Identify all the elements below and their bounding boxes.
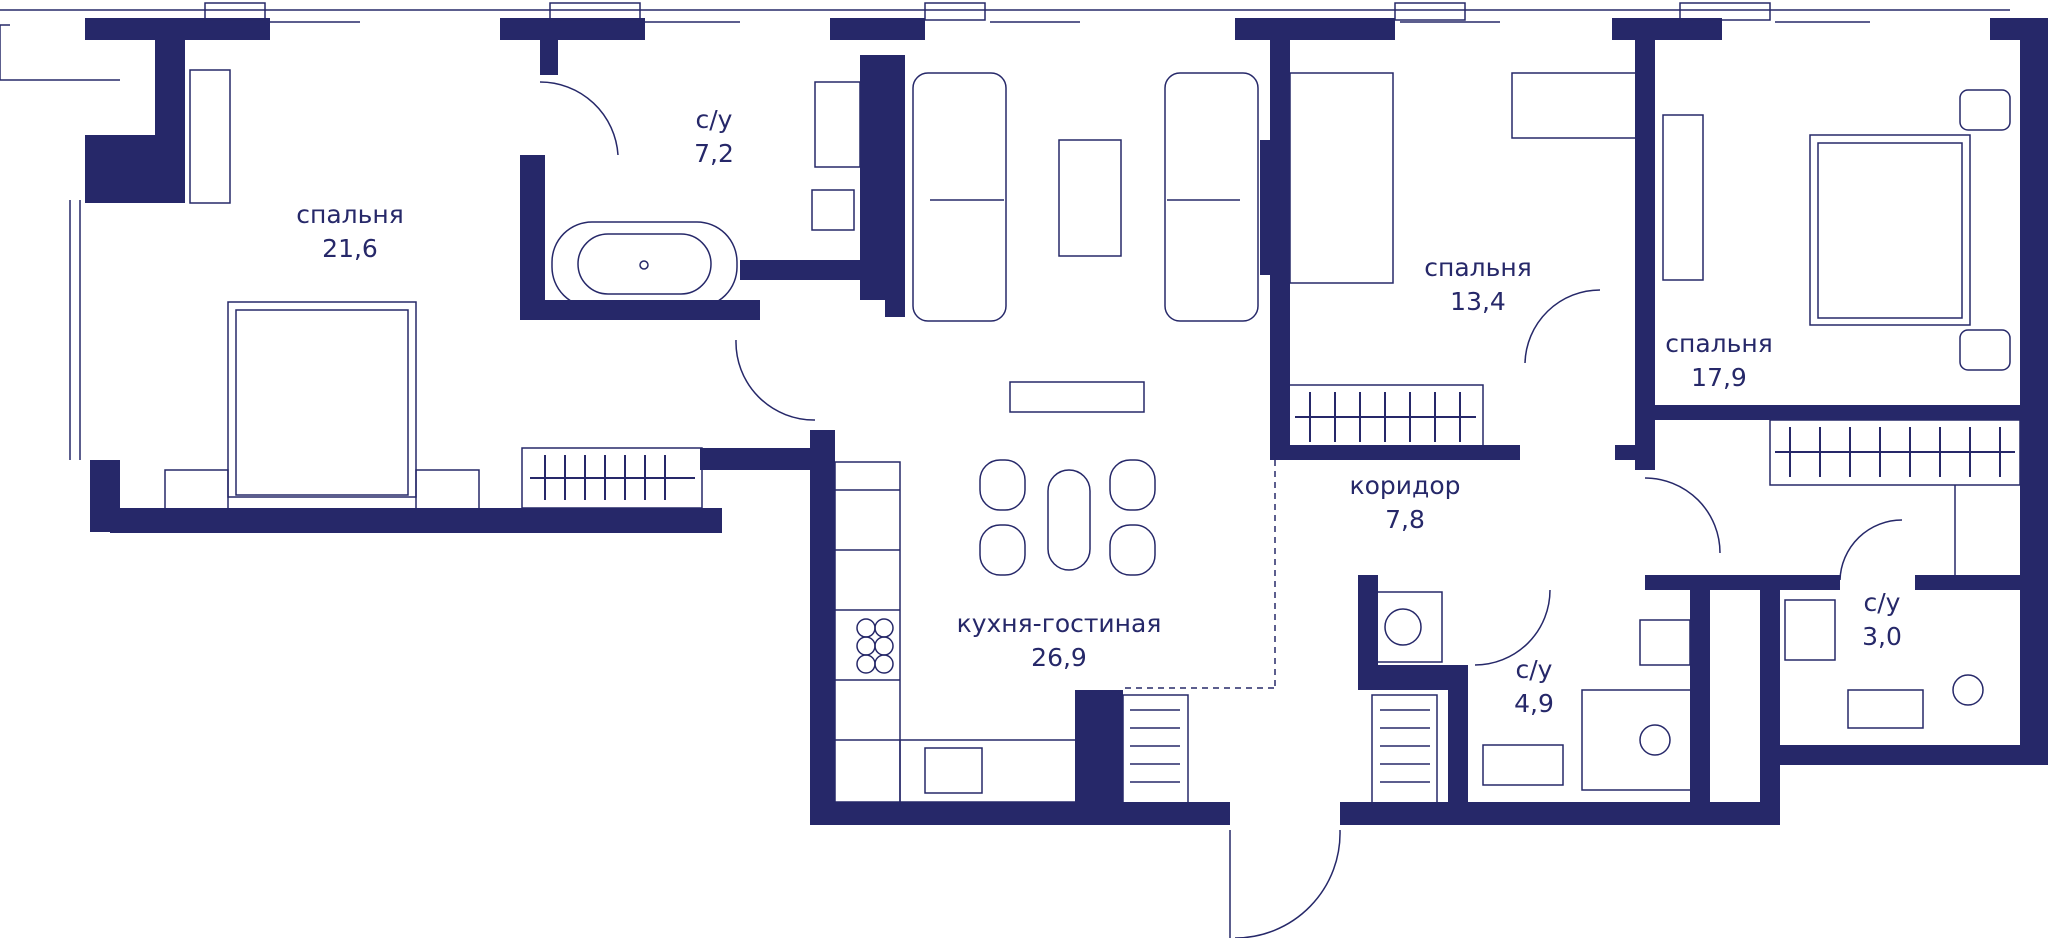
room-label-bedroom-3: спальня 17,9 xyxy=(1665,327,1773,395)
room-name: с/у xyxy=(1863,588,1901,617)
room-divider-dashed xyxy=(1125,460,1276,689)
room-name: коридор xyxy=(1349,471,1461,500)
window-frames xyxy=(204,2,1870,23)
walls xyxy=(85,18,2048,825)
room-label-bath-2: с/у 4,9 xyxy=(1514,653,1554,721)
room-label-bedroom-1: спальня 21,6 xyxy=(296,198,404,266)
thin-lines xyxy=(0,9,2021,938)
room-label-kitchen-living: кухня-гостиная 26,9 xyxy=(957,607,1162,675)
room-name: кухня-гостиная xyxy=(956,609,1162,638)
room-name: с/у xyxy=(695,105,733,134)
room-name: спальня xyxy=(296,200,404,229)
room-area: 4,9 xyxy=(1514,689,1554,718)
room-name: спальня xyxy=(1665,329,1773,358)
room-area: 13,4 xyxy=(1450,287,1506,316)
room-area: 3,0 xyxy=(1862,622,1902,651)
room-label-bedroom-2: спальня 13,4 xyxy=(1424,251,1532,319)
room-area: 17,9 xyxy=(1691,363,1747,392)
room-area: 7,8 xyxy=(1385,505,1425,534)
room-area: 7,2 xyxy=(694,139,734,168)
room-name: с/у xyxy=(1515,655,1553,684)
room-name: спальня xyxy=(1424,253,1532,282)
kitchen-shelf-lines xyxy=(1130,709,1430,783)
room-label-bath-3: с/у 3,0 xyxy=(1862,586,1902,654)
room-area: 21,6 xyxy=(322,234,378,263)
room-label-corridor: коридор 7,8 xyxy=(1350,469,1461,537)
room-area: 26,9 xyxy=(1031,643,1087,672)
wardrobe-hangers xyxy=(530,392,2015,500)
room-label-bath-1: с/у 7,2 xyxy=(694,103,734,171)
